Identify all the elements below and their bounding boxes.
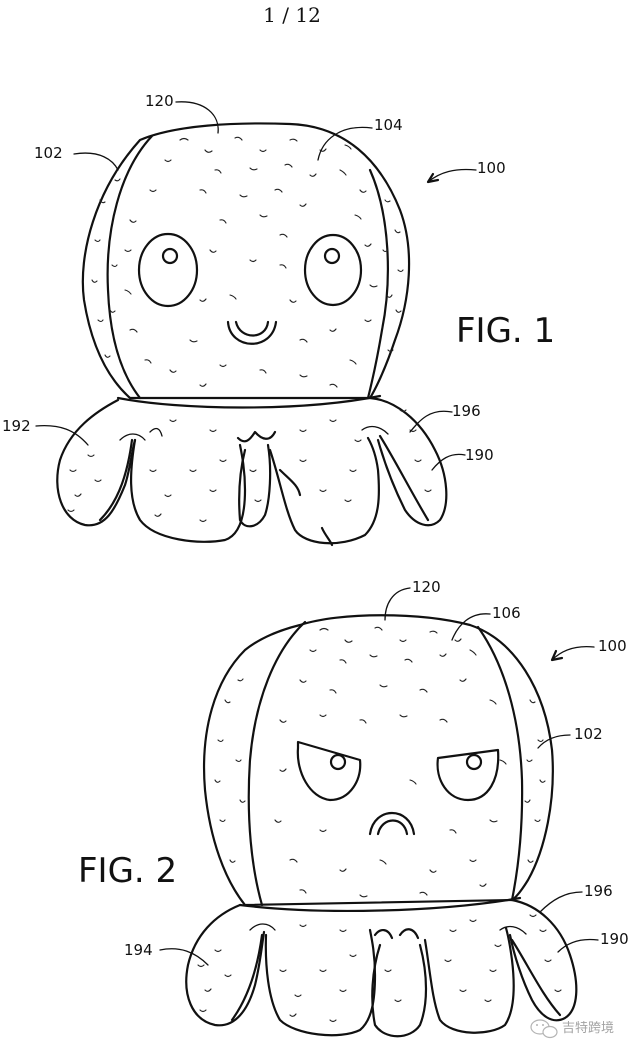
fig2-ref-100: 100 <box>598 637 627 655</box>
fig2-center-right-tentacle <box>423 926 515 1034</box>
fig2-leader-120 <box>384 587 411 621</box>
fig2-leader-196 <box>539 891 583 913</box>
fig1-smile-mouth <box>226 320 278 345</box>
fig1-leader-104 <box>317 126 373 161</box>
fig2-tentacle-creases <box>249 923 527 935</box>
fig1-ref-102: 102 <box>34 144 63 162</box>
fig2-octopus-plush <box>185 614 578 1038</box>
fig1-leader-120 <box>175 101 219 134</box>
fig1-left-pupil <box>161 247 179 265</box>
fig2-front-panel-seam <box>247 620 307 907</box>
fig1-arrowhead-100 <box>426 172 440 184</box>
fig1-tentacle-creases <box>119 425 389 441</box>
fig2-leader-190 <box>557 938 599 953</box>
fig2-right-tentacle-inner <box>510 938 562 1017</box>
fig2-ref-196: 196 <box>584 882 613 900</box>
fig1-right-pupil <box>323 247 341 265</box>
fig1-center-right-fold <box>278 468 334 547</box>
fig1-ref-192: 192 <box>2 417 31 435</box>
fig1-octopus-plush <box>56 122 448 547</box>
fig1-center-tentacle <box>238 443 272 528</box>
fig1-right-tentacle <box>368 396 448 527</box>
watermark-text: 吉特跨境 <box>562 1021 614 1036</box>
figure-1: 100 102 104 120 190 192 196 FIG. 1 <box>2 92 555 547</box>
fig2-left-tentacle <box>185 903 266 1027</box>
fig1-left-tentacle-inner <box>98 438 134 522</box>
fig2-ref-190: 190 <box>600 930 629 948</box>
fig2-leader-102 <box>537 734 571 749</box>
fig1-leader-196 <box>409 410 453 433</box>
fig1-front-panel-seam <box>106 134 154 400</box>
fig1-ref-196: 196 <box>452 402 481 420</box>
fig1-leader-192 <box>35 424 89 446</box>
fig2-leader-106 <box>451 613 491 641</box>
fig2-head-outline <box>202 614 554 907</box>
fig2-arrowhead-100 <box>550 649 564 662</box>
fig2-right-eye <box>436 748 500 802</box>
fig2-center-tentacle <box>371 943 428 1038</box>
fig2-right-pupil <box>465 753 483 771</box>
fig2-center-tentacle-fold <box>373 928 420 940</box>
fig2-ref-102: 102 <box>574 725 603 743</box>
fig1-label: FIG. 1 <box>456 311 555 351</box>
fig2-center-left-tentacle <box>264 928 377 1037</box>
fig1-ref-190: 190 <box>465 446 494 464</box>
fig1-center-tentacle-fold <box>236 430 277 443</box>
fig1-center-left-tentacle <box>130 438 247 543</box>
fig2-neck-band <box>238 896 522 912</box>
fig2-ref-120: 120 <box>412 578 441 596</box>
watermark: 吉特跨境 <box>530 1019 614 1039</box>
fig1-leader-100 <box>427 168 477 183</box>
fig1-right-eye <box>303 233 363 307</box>
fig1-leader-102 <box>73 152 119 171</box>
fig2-right-seam <box>476 625 524 902</box>
figure-2: 100 102 106 120 190 194 196 FIG. 2 <box>78 578 629 1038</box>
fig1-ref-100: 100 <box>477 159 506 177</box>
fig1-left-eye <box>137 232 199 308</box>
fig2-left-pupil <box>329 753 347 771</box>
fig1-left-tentacle <box>56 398 137 527</box>
fig1-leader-190 <box>431 453 466 471</box>
fig1-right-tentacle-inner <box>378 434 430 522</box>
fig2-fur-texture <box>197 626 562 1023</box>
fig1-fur-texture <box>67 136 432 523</box>
fig1-neck-band <box>116 394 382 409</box>
fig2-frown-mouth <box>368 811 416 836</box>
fig2-ref-106: 106 <box>492 604 521 622</box>
wechat-icon <box>530 1019 558 1039</box>
page-number: 1 / 12 <box>263 3 321 27</box>
fig2-left-tentacle-inner <box>230 933 264 1022</box>
fig2-ref-194: 194 <box>124 941 153 959</box>
fig1-ref-104: 104 <box>374 116 403 134</box>
fig1-center-right-tentacle <box>268 436 380 545</box>
fig2-leader-194 <box>159 948 209 966</box>
fig1-right-seam <box>366 168 389 400</box>
fig2-left-eye <box>296 740 362 802</box>
fig1-head-outline <box>81 122 411 400</box>
fig2-leader-100 <box>551 645 595 661</box>
fig2-right-tentacle <box>508 898 578 1022</box>
fig1-ref-120: 120 <box>145 92 174 110</box>
fig2-label: FIG. 2 <box>78 851 177 891</box>
